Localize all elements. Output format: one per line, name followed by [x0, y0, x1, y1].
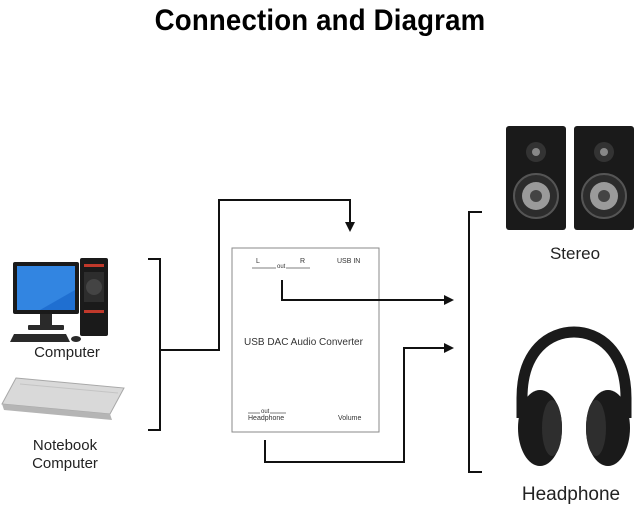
- left-channel-label: L: [256, 258, 260, 265]
- computer-icon: [10, 258, 108, 342]
- volume-label: Volume: [338, 415, 362, 422]
- notebook-label-line2: Computer: [32, 455, 98, 472]
- page-title: Connection and Diagram: [154, 4, 486, 37]
- out-bottom-label: out: [260, 409, 271, 415]
- notebook-icon: [1, 377, 125, 420]
- right-channel-label: R: [300, 258, 306, 265]
- converter-name: USB DAC Audio Converter: [244, 337, 363, 348]
- out-top-label: out: [276, 264, 287, 270]
- usb-in-label: USB IN: [337, 258, 361, 265]
- stereo-label: Stereo: [549, 244, 601, 263]
- headphone-label: Headphone: [521, 484, 621, 505]
- stereo-speakers-icon: [506, 126, 634, 230]
- usb-dac-box: [231, 247, 380, 433]
- notebook-label-line1: Notebook: [32, 437, 98, 454]
- headphone-port-label: Headphone: [248, 415, 285, 422]
- headphone-icon: [516, 326, 632, 466]
- computer-label: Computer: [34, 344, 100, 361]
